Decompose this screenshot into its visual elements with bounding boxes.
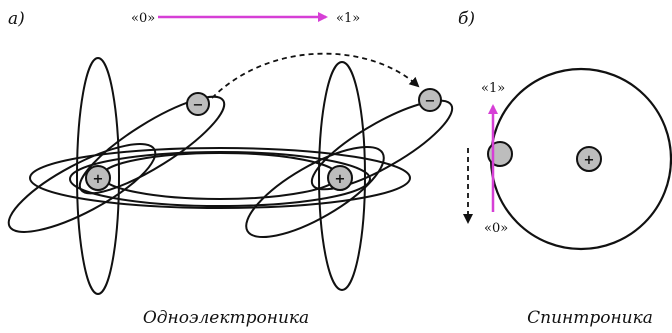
right-nucleus: +	[327, 165, 353, 191]
right-vertical-orbit	[318, 61, 366, 291]
state-zero-label: «0»	[131, 11, 155, 26]
shared-orbits	[29, 147, 411, 209]
electron-hop-arrow	[211, 52, 420, 99]
caption-single-electronics: Одноэлектроника	[143, 308, 309, 328]
left-electron-sign: −	[193, 98, 204, 113]
right-nucleus-sign: +	[335, 172, 346, 187]
spin-nucleus-sign: +	[584, 153, 595, 168]
spin-down-label: «0»	[484, 221, 508, 236]
right-tilted-orbit-lower	[245, 145, 385, 239]
shared-orbit-inner	[101, 152, 339, 200]
left-electron: −	[186, 92, 210, 116]
panel-a: а) «0» «1» + +	[7, 9, 454, 328]
spin-nucleus: +	[576, 146, 602, 172]
left-nucleus: +	[85, 165, 111, 191]
spin-up-label: «1»	[481, 81, 505, 96]
left-tilted-orbit-lower	[7, 143, 157, 233]
panel-b-letter: б)	[458, 9, 475, 29]
spin-electron	[487, 141, 513, 167]
right-tilted-orbit-upper	[310, 99, 454, 191]
left-vertical-orbit	[76, 57, 120, 295]
caption-spintronics: Спинтроника	[527, 308, 653, 328]
panel-a-letter: а)	[8, 9, 25, 29]
shared-orbit-wide	[69, 151, 371, 207]
state-one-label: «1»	[336, 11, 360, 26]
right-atom-orbits	[245, 61, 454, 291]
shared-orbit-outer	[29, 147, 411, 209]
right-electron-sign: −	[425, 94, 436, 109]
left-nucleus-sign: +	[93, 172, 104, 187]
panel-b: б) + «1» «0» Спинтроника	[458, 9, 672, 328]
right-electron: −	[418, 88, 442, 112]
